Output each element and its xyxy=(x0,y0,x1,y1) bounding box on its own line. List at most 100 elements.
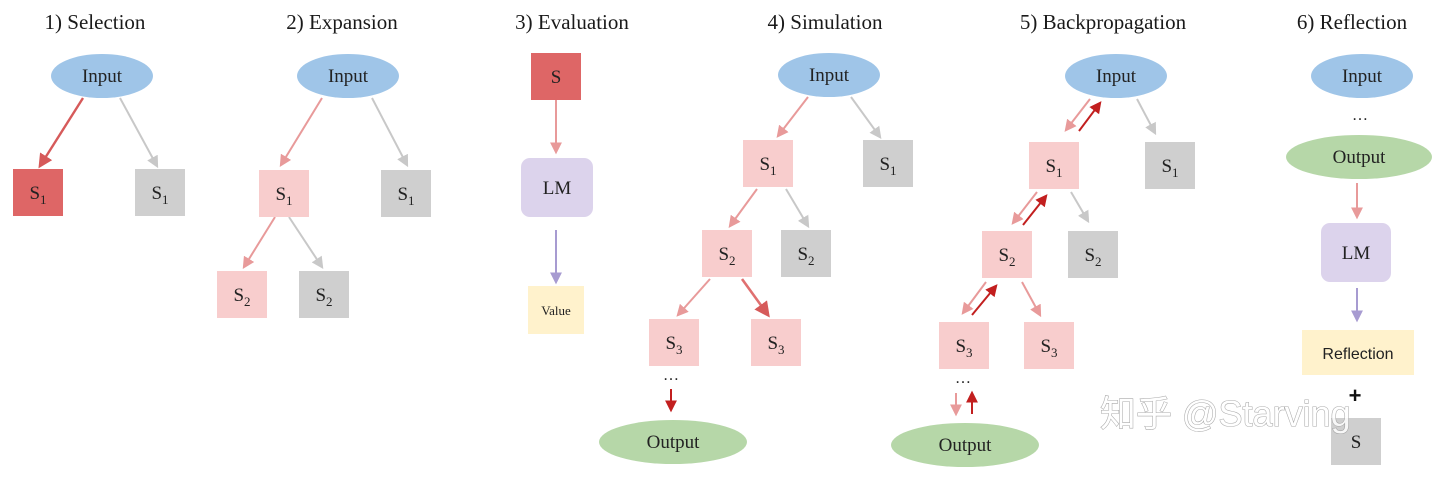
lm-node xyxy=(1321,223,1391,282)
edge xyxy=(740,278,770,318)
edges xyxy=(38,97,159,169)
panel-title: 4) Simulation xyxy=(768,10,883,34)
edges xyxy=(242,97,409,270)
edge xyxy=(371,97,409,168)
output-node-label: Output xyxy=(647,432,701,453)
edge xyxy=(776,96,809,138)
lm-node-label: LM xyxy=(1342,243,1371,264)
panel-title: 2) Expansion xyxy=(286,10,398,34)
edge-backprop xyxy=(971,284,998,316)
state-node-label: S2 xyxy=(718,244,735,268)
state-node-selected xyxy=(13,169,63,216)
input-node-label: Input xyxy=(1096,66,1137,87)
state-node-explored xyxy=(649,319,699,366)
input-node xyxy=(51,54,153,98)
state-node-label: S1 xyxy=(759,154,776,178)
reflection-node xyxy=(1302,330,1414,375)
input-node xyxy=(1065,54,1167,98)
state-node-explored xyxy=(743,140,793,187)
output-node-label: Output xyxy=(1333,147,1387,168)
state-node-label: S1 xyxy=(151,183,168,207)
edge xyxy=(1136,98,1157,136)
output-node-label: Output xyxy=(939,435,993,456)
state-node-label: S xyxy=(551,67,562,88)
edge xyxy=(850,96,882,139)
edge xyxy=(676,278,711,317)
edge xyxy=(1070,191,1090,224)
state-node-explored xyxy=(1029,142,1079,189)
input-node-label: Input xyxy=(809,65,850,86)
ellipsis: … xyxy=(955,370,971,387)
state-node-label: S3 xyxy=(767,333,784,357)
panel-selection: 1) Selection Input S1 S1 xyxy=(13,10,185,216)
output-node xyxy=(599,420,747,464)
lm-node xyxy=(521,158,593,217)
input-node xyxy=(297,54,399,98)
input-node-label: Input xyxy=(82,66,123,87)
panel-title: 6) Reflection xyxy=(1297,10,1408,34)
state-node-explored xyxy=(217,271,267,318)
edge xyxy=(961,281,987,315)
state-node-label: S1 xyxy=(879,154,896,178)
edges xyxy=(665,96,882,413)
input-node xyxy=(1311,54,1413,98)
state-node xyxy=(781,230,831,277)
input-node-label: Input xyxy=(1342,66,1383,87)
watermark: 知乎 @Starving xyxy=(1100,393,1351,434)
state-node xyxy=(1331,418,1381,465)
state-node-label: S1 xyxy=(1045,156,1062,180)
state-node-label: S2 xyxy=(1084,245,1101,269)
state-node xyxy=(299,271,349,318)
state-node-label: S1 xyxy=(29,183,46,207)
plus-sign: + xyxy=(1349,383,1362,408)
panel-title: 1) Selection xyxy=(45,10,146,34)
edge-backprop xyxy=(1078,101,1102,132)
state-node-label: S3 xyxy=(1040,336,1057,360)
edge xyxy=(728,188,758,228)
edge xyxy=(1011,191,1038,225)
output-node xyxy=(891,423,1039,467)
edge xyxy=(242,216,276,270)
panel-title: 5) Backpropagation xyxy=(1020,10,1187,34)
edges xyxy=(950,98,1157,417)
state-node-selected xyxy=(531,53,581,100)
state-node-label: S1 xyxy=(397,184,414,208)
state-node-label: S2 xyxy=(233,285,250,309)
ellipsis: … xyxy=(1352,107,1368,124)
state-node xyxy=(135,169,185,216)
state-node-label: S1 xyxy=(275,184,292,208)
state-node-label: S2 xyxy=(315,285,332,309)
ellipsis: … xyxy=(663,367,679,384)
state-node-label: S xyxy=(1351,432,1362,453)
edge xyxy=(1021,281,1042,318)
panel-title: 3) Evaluation xyxy=(515,10,629,34)
panel-reflection: 6) Reflection Input … Output LM Reflecti… xyxy=(1286,10,1432,465)
state-node-label: S2 xyxy=(998,245,1015,269)
edge-selected xyxy=(38,97,85,169)
state-node xyxy=(1145,142,1195,189)
state-node xyxy=(863,140,913,187)
state-node-explored xyxy=(939,322,989,369)
edge xyxy=(288,216,324,270)
input-node-label: Input xyxy=(328,66,369,87)
state-node-explored xyxy=(982,231,1032,278)
state-node xyxy=(1068,231,1118,278)
state-node-label: S1 xyxy=(1161,156,1178,180)
edge-backprop xyxy=(1022,194,1048,226)
state-node-label: S3 xyxy=(665,333,682,357)
panel-expansion: 2) Expansion Input S1 S1 S2 S2 xyxy=(217,10,431,318)
state-node-label: S2 xyxy=(797,244,814,268)
input-node xyxy=(778,53,880,97)
state-node xyxy=(381,170,431,217)
reflection-node-label: Reflection xyxy=(1322,346,1393,363)
edge xyxy=(279,97,323,168)
state-node-explored xyxy=(702,230,752,277)
panel-backpropagation: 5) Backpropagation Input S1 S1 S2 S2 S3 … xyxy=(891,10,1195,467)
edge xyxy=(119,97,159,169)
state-node-label: S3 xyxy=(955,336,972,360)
value-node-label: Value xyxy=(541,303,571,318)
edge xyxy=(1064,98,1091,132)
edge xyxy=(785,188,810,229)
state-node-explored xyxy=(259,170,309,217)
